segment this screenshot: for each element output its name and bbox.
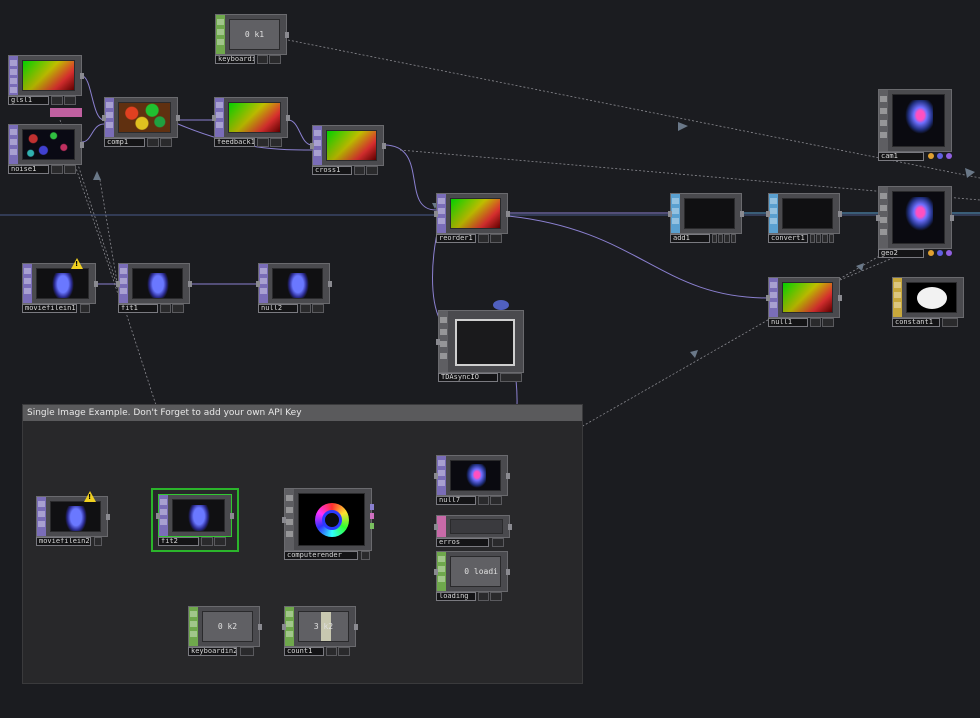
fit2-label: fit2	[158, 537, 200, 546]
fit2-selection-outline	[151, 488, 239, 552]
constant1-label: constant1	[892, 318, 940, 327]
tdasyncio-label: TDAsyncIO	[438, 373, 499, 382]
node-null7[interactable]: null7	[434, 455, 510, 505]
feedback1-label: feedback1	[214, 138, 256, 147]
node-erros[interactable]: erros	[434, 515, 512, 547]
count1-value: 3 k2	[313, 621, 334, 631]
node-tdasyncio[interactable]: TDAsyncIO	[436, 310, 524, 382]
node-add1[interactable]: add1	[668, 193, 744, 243]
node-null1[interactable]: null1	[766, 277, 842, 327]
node-constant1[interactable]: constant1	[892, 277, 964, 327]
null7-label: null7	[436, 496, 477, 505]
node-reorder1[interactable]: reorder1	[434, 193, 510, 243]
loading-label: loading	[436, 592, 477, 601]
glsl1-dat-docks[interactable]	[50, 108, 82, 117]
glsl1-label: glsl1	[8, 96, 50, 105]
erros-label: erros	[436, 538, 490, 547]
null2-label: null2	[258, 304, 299, 313]
count1-label: count1	[284, 647, 325, 656]
node-loading[interactable]: 0 loadi loading	[434, 551, 510, 601]
cross1-label: cross1	[312, 166, 353, 175]
node-comp1[interactable]: comp1	[102, 97, 180, 147]
node-null2[interactable]: null2	[256, 263, 332, 313]
node-fit1[interactable]: fit1	[116, 263, 192, 313]
geo2-label: geo2	[878, 249, 924, 258]
geo2-flag-dots[interactable]	[928, 250, 952, 256]
annotation-title: Single Image Example. Don't Forget to ad…	[23, 405, 582, 421]
add1-label: add1	[670, 234, 711, 243]
null1-label: null1	[768, 318, 809, 327]
tdasyncio-status-blob	[493, 300, 509, 310]
keyboardin1-value: 0 k1	[244, 29, 265, 39]
node-noise1[interactable]: noise1	[8, 124, 84, 174]
node-cam1[interactable]: cam1	[878, 89, 952, 161]
node-glsl1[interactable]: glsl1	[8, 55, 84, 105]
convert1-label: convert1	[768, 234, 809, 243]
node-cross1[interactable]: cross1	[310, 125, 386, 175]
node-feedback1[interactable]: feedback1	[212, 97, 290, 147]
cam1-label: cam1	[878, 152, 924, 161]
node-keyboardin2[interactable]: 0 k2 keyboardin2	[188, 606, 262, 656]
node-moviefilein2[interactable]: moviefilein2	[36, 496, 110, 546]
keyboardin1-label: keyboardin1	[215, 55, 256, 64]
cam1-flag-dots[interactable]	[928, 153, 952, 159]
computerender-label: computerender	[284, 551, 358, 560]
fit1-label: fit1	[118, 304, 159, 313]
noise1-label: noise1	[8, 165, 50, 174]
node-geo2[interactable]: geo2	[876, 186, 954, 258]
moviefilein1-label: moviefilein1	[22, 304, 77, 313]
moviefilein1-warning-icon[interactable]: !	[71, 258, 83, 269]
node-computerender[interactable]: computerender	[282, 488, 374, 560]
keyboardin2-label: keyboardin2	[188, 647, 237, 656]
moviefilein2-warning-icon[interactable]: !	[84, 491, 96, 502]
node-fit2[interactable]: fit2	[156, 494, 234, 546]
node-count1[interactable]: 3 k2 count1	[282, 606, 358, 656]
comp1-label: comp1	[104, 138, 146, 147]
loading-value: 0 loadi	[464, 566, 498, 576]
node-convert1[interactable]: convert1	[766, 193, 842, 243]
moviefilein2-label: moviefilein2	[36, 537, 91, 546]
keyboardin2-value: 0 k2	[217, 621, 238, 631]
reorder1-label: reorder1	[436, 234, 477, 243]
node-keyboardin1[interactable]: 0 k1 keyboardin1	[215, 14, 289, 64]
node-moviefilein1[interactable]: moviefilein1	[22, 263, 98, 313]
